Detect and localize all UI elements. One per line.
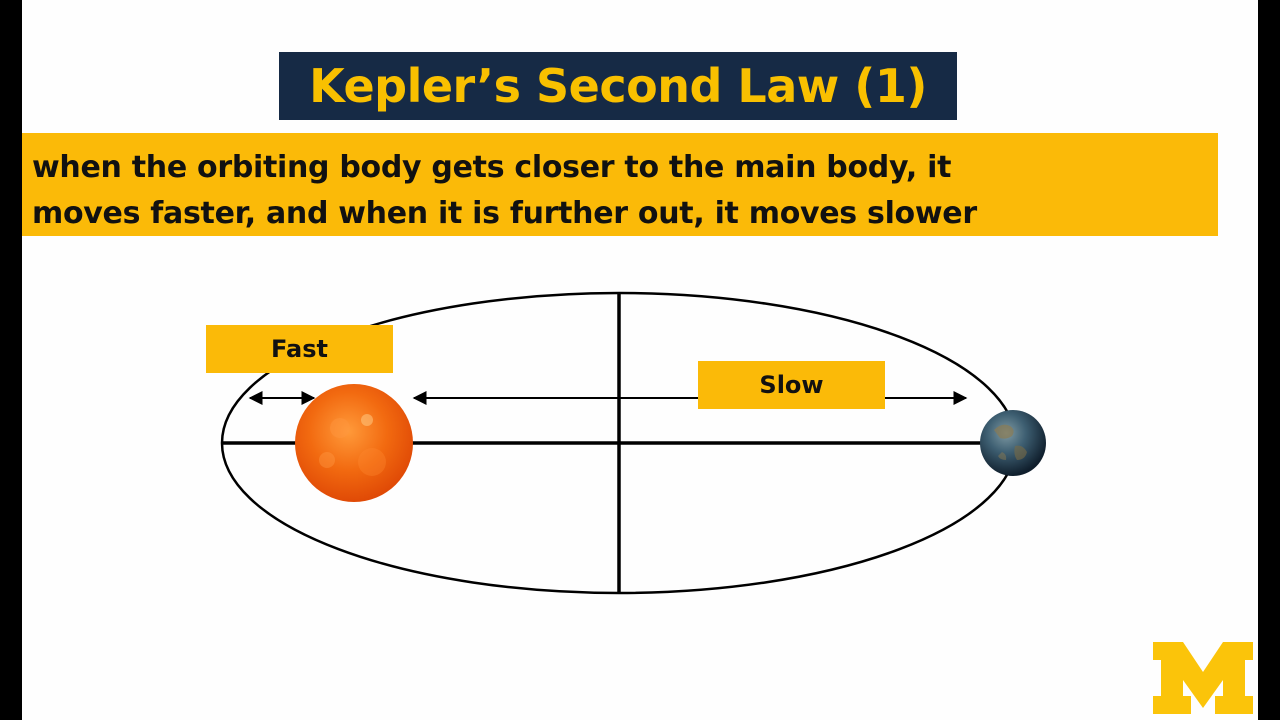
sun-icon	[295, 384, 413, 502]
page-title: Kepler’s Second Law (1)	[309, 59, 927, 113]
subtitle-line-1: when the orbiting body gets closer to th…	[32, 150, 952, 185]
title-banner: Kepler’s Second Law (1)	[279, 52, 957, 120]
fast-label-box: Fast	[206, 325, 393, 373]
slow-label-box: Slow	[698, 361, 885, 409]
subtitle-banner: when the orbiting body gets closer to th…	[22, 133, 1218, 236]
fast-label: Fast	[271, 335, 328, 363]
orbit-diagram	[220, 291, 1046, 595]
earth-icon	[980, 410, 1046, 476]
block-m-logo	[1153, 642, 1253, 714]
slide: Kepler’s Second Law (1) when the orbitin…	[22, 0, 1258, 720]
subtitle-line-2: moves faster, and when it is further out…	[32, 196, 977, 231]
slow-label: Slow	[759, 371, 824, 399]
